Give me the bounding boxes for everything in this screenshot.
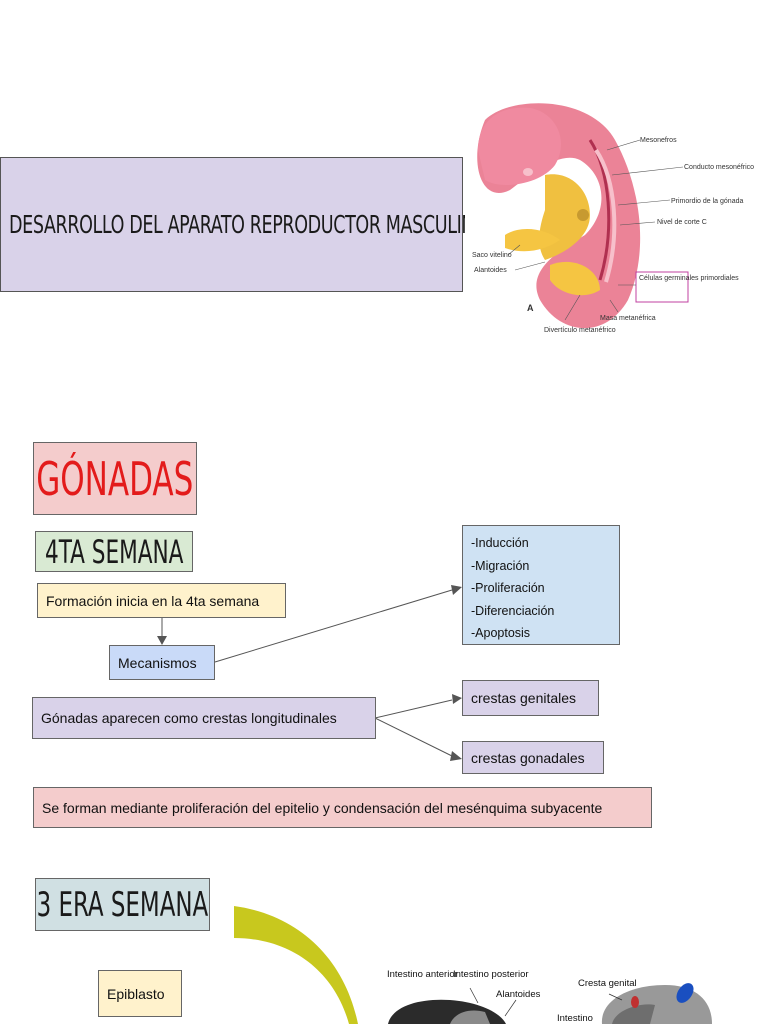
- list-item: -Diferenciación: [471, 603, 555, 618]
- crestas-long-text: Gónadas aparecen como crestas longitudin…: [41, 710, 337, 726]
- semana3-heading: 3 ERA SEMANA: [35, 878, 210, 931]
- label-intestino-posterior: Intestino posterior: [453, 969, 529, 980]
- formacion-box: Formación inicia en la 4ta semana: [37, 583, 286, 618]
- label-saco: Saco vitelino: [472, 252, 512, 259]
- label-alantoides: Alantoides: [474, 267, 507, 274]
- formacion-text: Formación inicia en la 4ta semana: [46, 592, 260, 609]
- crestas-genitales-text: crestas genitales: [471, 690, 577, 706]
- bottom-embryo-drawing: [388, 983, 712, 1024]
- label-diverticulo: Divertículo metanéfrico: [544, 327, 616, 334]
- label-nivel: Nivel de corte C: [657, 219, 707, 226]
- title-box: DESARROLLO DEL APARATO REPRODUCTOR MASCU…: [0, 157, 488, 292]
- page-title: DESARROLLO DEL APARATO REPRODUCTOR MASCU…: [9, 210, 488, 239]
- crestas-genitales-box: crestas genitales: [462, 680, 599, 716]
- mecanismos-box: Mecanismos: [109, 645, 215, 680]
- crestas-long-box: Gónadas aparecen como crestas longitudin…: [32, 697, 376, 739]
- label-primordio: Primordio de la gónada: [671, 198, 743, 205]
- label-alantoides-2: Alantoides: [496, 989, 541, 1000]
- list-item: -Apoptosis: [471, 626, 531, 640]
- semana4-heading: 4TA SEMANA: [35, 531, 193, 572]
- mechanisms-list: -Inducción -Migración -Proliferación -Di…: [462, 525, 620, 645]
- mecanismos-text: Mecanismos: [118, 654, 197, 671]
- label-celulas: Células germinales primordiales: [639, 275, 739, 282]
- proliferacion-box: Se forman mediante proliferación del epi…: [33, 787, 652, 828]
- arc-shape: [234, 906, 358, 1024]
- embryo-drawing: [465, 92, 768, 354]
- list-item: -Proliferación: [471, 581, 545, 595]
- label-masa: Masa metanéfrica: [600, 315, 656, 322]
- label-a: A: [527, 303, 534, 313]
- semana4-heading-text: 4TA SEMANA: [44, 532, 184, 571]
- epiblasto-box: Epiblasto: [98, 970, 182, 1017]
- list-item: -Inducción: [471, 536, 529, 550]
- semana3-heading-text: 3 ERA SEMANA: [36, 884, 209, 925]
- gonadas-heading-text: GÓNADAS: [36, 451, 194, 506]
- crestas-gonadales-text: crestas gonadales: [471, 749, 585, 766]
- list-item: -Migración: [471, 558, 530, 573]
- crestas-gonadales-box: crestas gonadales: [462, 741, 604, 774]
- epiblasto-text: Epiblasto: [107, 985, 165, 1002]
- label-conducto: Conducto mesonéfrico: [684, 164, 754, 171]
- proliferacion-text: Se forman mediante proliferación del epi…: [42, 799, 603, 816]
- label-cresta-genital: Cresta genital: [578, 978, 637, 989]
- label-intestino: Intestino: [557, 1013, 593, 1024]
- label-intestino-anterior: Intestino anterior: [387, 969, 458, 980]
- label-mesonefros: Mesonefros: [640, 137, 677, 144]
- gonadas-heading: GÓNADAS: [33, 442, 197, 515]
